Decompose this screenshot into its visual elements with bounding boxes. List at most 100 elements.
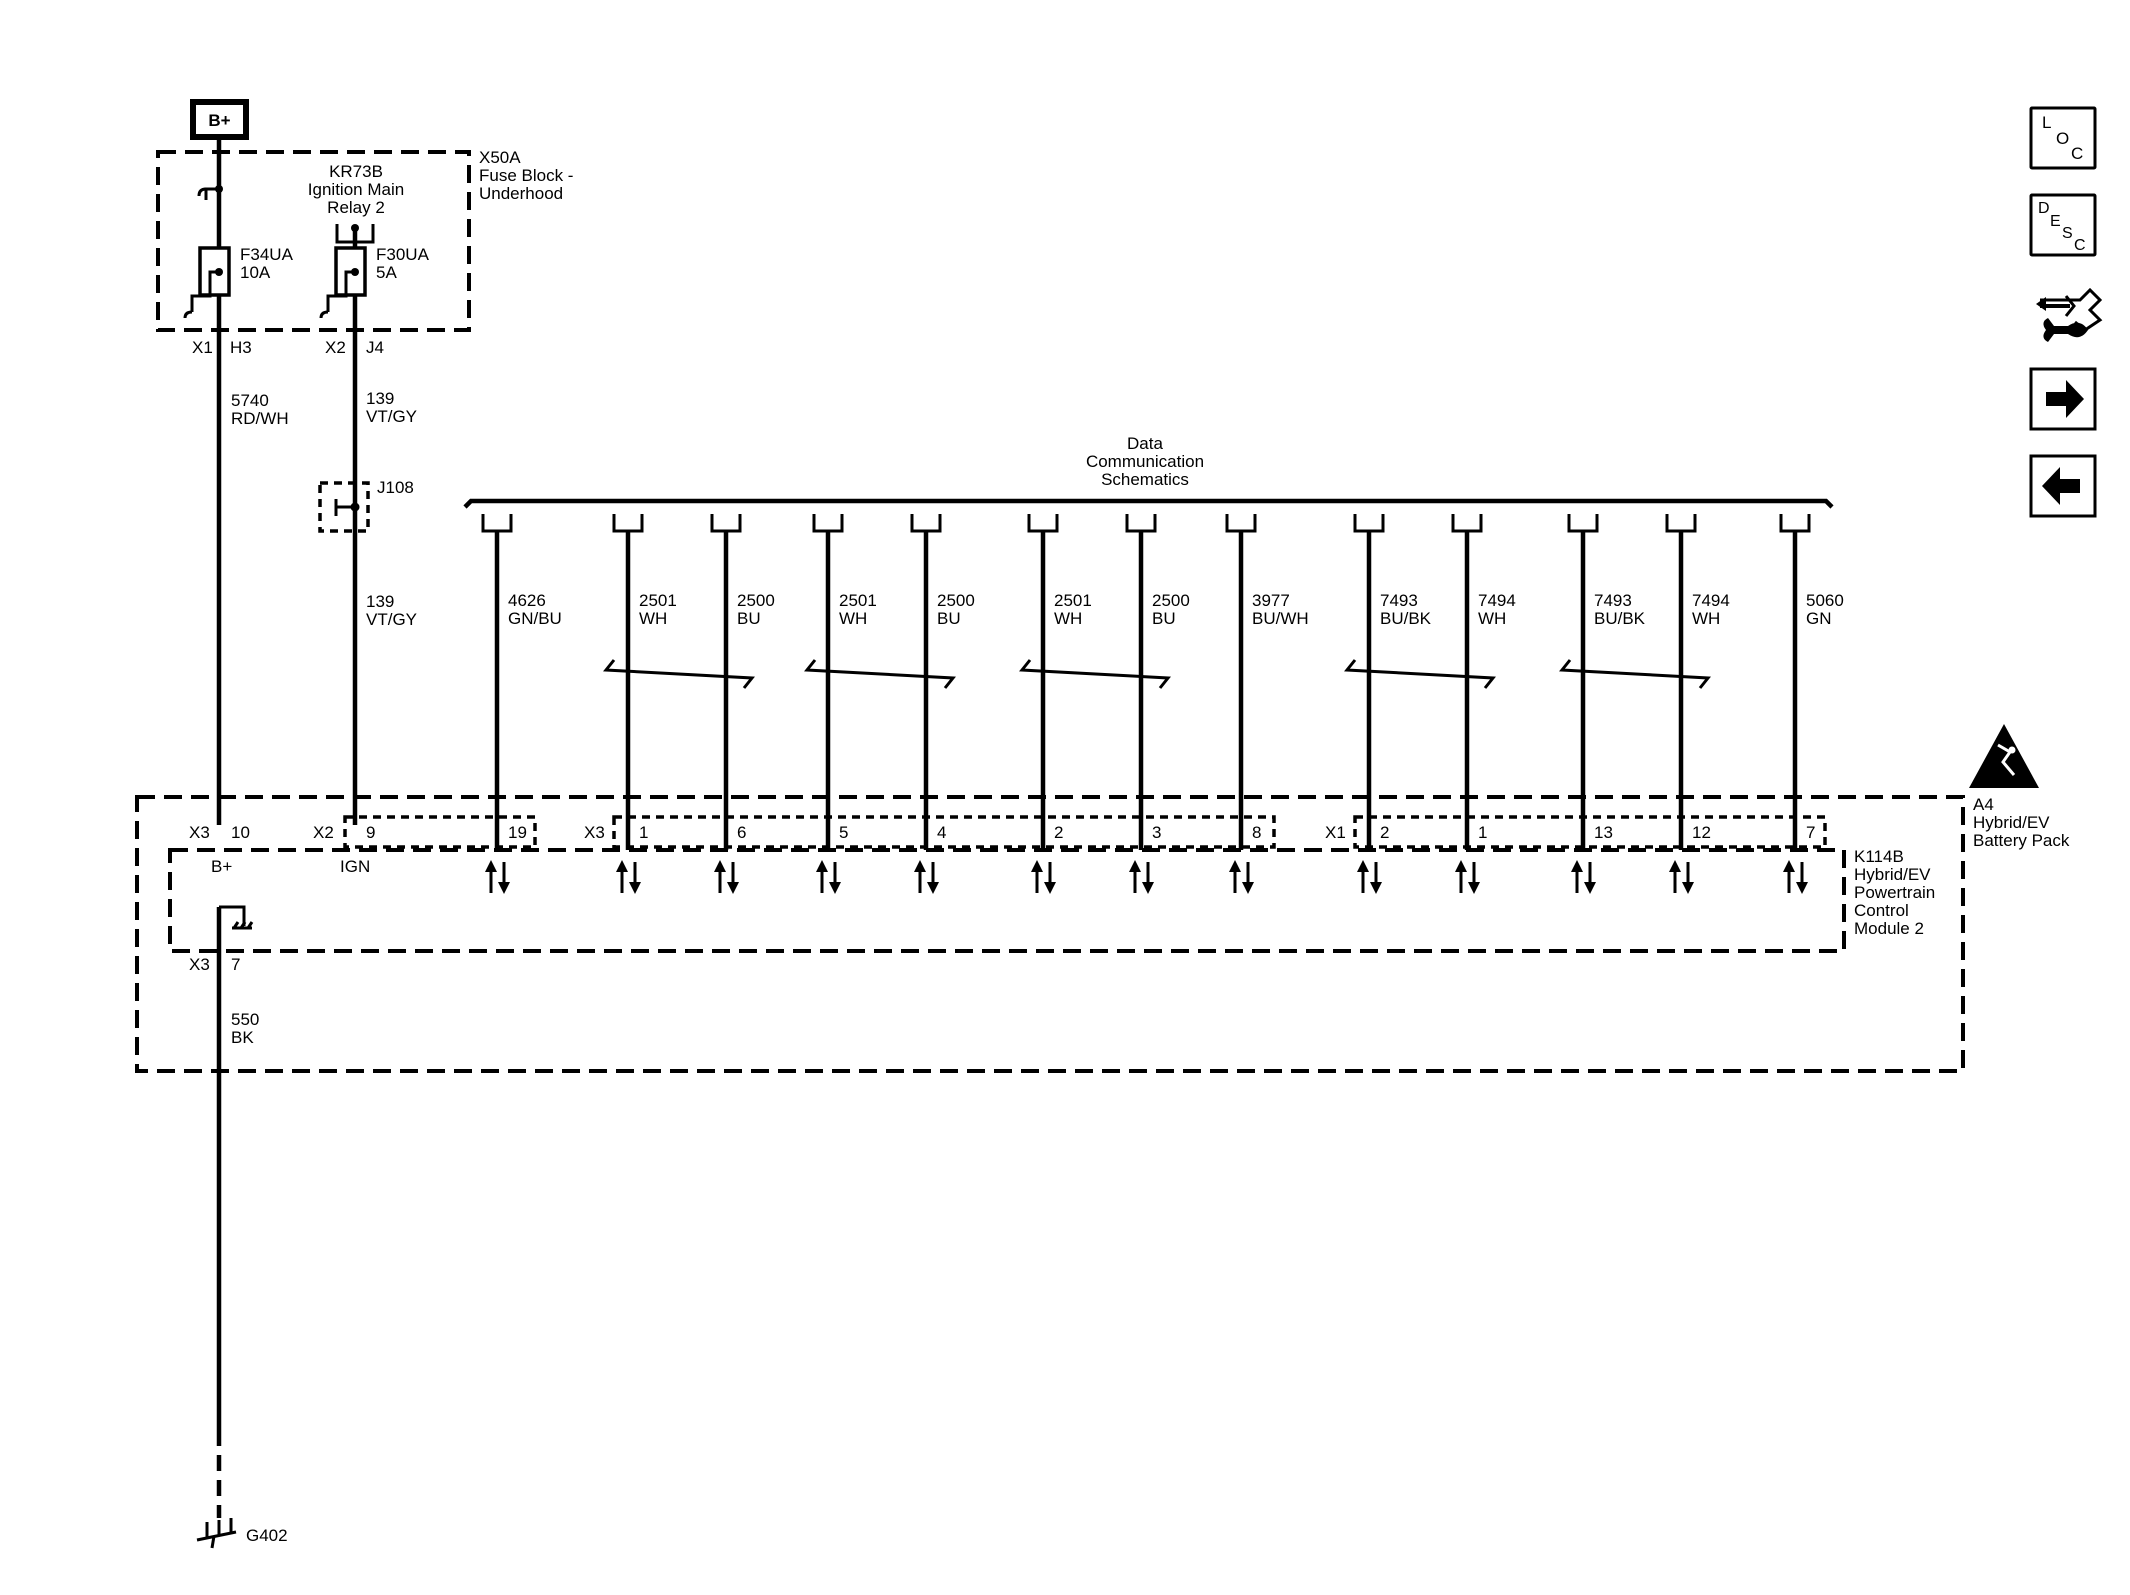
desc-letter-c: C	[2074, 237, 2086, 254]
data-line-circuit: 2500	[737, 591, 775, 610]
data-line-circuit: 7494	[1478, 591, 1516, 610]
data-line-color: BU	[737, 609, 761, 628]
fuse-block-desc2: Underhood	[479, 184, 563, 203]
diagnostic-connector-button[interactable]	[2030, 278, 2103, 348]
bus-connector-icon	[1027, 514, 1059, 533]
data-line-color: GN/BU	[508, 609, 562, 628]
ign-wire-upper-circuit: 139	[366, 389, 394, 408]
data-line-color: WH	[1054, 609, 1082, 628]
bus-connector-icon	[710, 514, 742, 533]
bidirectional-arrow-icon	[616, 860, 641, 894]
data-line-color: GN	[1806, 609, 1832, 628]
data-line-pin: 19	[508, 823, 527, 842]
splice-label: J108	[377, 478, 414, 497]
data-line-color: WH	[1692, 609, 1720, 628]
fuse-f34ua-name: F34UA	[240, 245, 294, 264]
module-ign-label: IGN	[340, 857, 370, 876]
bus-connector-icon	[481, 514, 513, 533]
splice-icon	[334, 499, 355, 516]
fuse-f34ua-rating: 10A	[240, 263, 271, 282]
data-comm-bus[interactable]	[463, 498, 1834, 509]
data-line-color: WH	[839, 609, 867, 628]
bidirectional-arrow-icon	[1031, 860, 1056, 894]
data-line-color: BU	[937, 609, 961, 628]
desc-letter-e: E	[2050, 213, 2061, 230]
data-line-circuit: 3977	[1252, 591, 1290, 610]
data-comm-line3: Schematics	[1101, 470, 1189, 489]
data-line-color: WH	[1478, 609, 1506, 628]
module-conn-x1: X1	[1325, 823, 1346, 842]
bus-connector-icon	[812, 514, 844, 533]
fuse-out1-pin: H3	[230, 338, 252, 357]
bus-stub-icon	[197, 187, 219, 200]
data-line-pin: 12	[1692, 823, 1711, 842]
module-desc4: Module 2	[1854, 919, 1924, 938]
bus-connector-icon	[612, 514, 644, 533]
data-line-pin: 13	[1594, 823, 1613, 842]
ground-g402-icon	[196, 1518, 237, 1549]
loc-button[interactable]: L O C	[2029, 106, 2097, 170]
data-line-pin: 2	[1054, 823, 1063, 842]
data-line-circuit: 2501	[839, 591, 877, 610]
bus-connector-icon	[1451, 514, 1483, 533]
data-line-color: BU/BK	[1594, 609, 1646, 628]
arrow-left-icon	[2042, 467, 2080, 505]
data-line-pin: 5	[839, 823, 848, 842]
loc-letter-o: O	[2056, 129, 2069, 148]
bus-connector-icon	[1779, 514, 1811, 533]
data-line-circuit: 4626	[508, 591, 546, 610]
data-comm-line1: Data	[1127, 434, 1163, 453]
bidirectional-arrow-icon	[1669, 860, 1694, 894]
desc-button[interactable]: D E S C	[2029, 193, 2097, 257]
next-page-button[interactable]	[2029, 367, 2097, 431]
bidirectional-arrow-icon	[485, 860, 510, 894]
data-line-circuit: 7494	[1692, 591, 1730, 610]
data-line-circuit: 7493	[1594, 591, 1632, 610]
fuse-f30ua-name: F30UA	[376, 245, 430, 264]
data-line-circuit: 2500	[937, 591, 975, 610]
connector-x2-box	[343, 815, 537, 849]
bidirectional-arrow-icon	[1455, 860, 1480, 894]
bidirectional-arrow-icon	[1783, 860, 1808, 894]
data-lines: 4626GN/BU192501WH12500BU62501WH52500BU42…	[481, 514, 1844, 894]
bidirectional-arrow-icon	[914, 860, 939, 894]
data-line-pin: 6	[737, 823, 746, 842]
arrow-right-icon	[2046, 380, 2084, 418]
battery-pack-name: A4	[1973, 795, 1994, 814]
bplus-label: B+	[208, 111, 230, 130]
data-line-color: BU/BK	[1380, 609, 1432, 628]
module-conn-x3: X3	[584, 823, 605, 842]
data-line-pin: 1	[1478, 823, 1487, 842]
fuse-out1-conn: X1	[192, 338, 213, 357]
bidirectional-arrow-icon	[1357, 860, 1382, 894]
bidirectional-arrow-icon	[714, 860, 739, 894]
ign-wire-lower-circuit: 139	[366, 592, 394, 611]
battery-pack-desc2: Battery Pack	[1973, 831, 2070, 850]
module-desc2: Powertrain	[1854, 883, 1935, 902]
data-line-circuit: 5060	[1806, 591, 1844, 610]
module-ign-pin: 9	[366, 823, 375, 842]
relay-desc1: Ignition Main	[308, 180, 404, 199]
module-gnd-conn: X3	[189, 955, 210, 974]
bidirectional-arrow-icon	[1571, 860, 1596, 894]
ground-label: G402	[246, 1526, 288, 1545]
module-bplus-pin: 10	[231, 823, 250, 842]
connector-icon	[2040, 287, 2103, 332]
module-name: K114B	[1854, 847, 1904, 866]
fuse-block-outline	[156, 150, 471, 332]
module-ign-conn: X2	[313, 823, 334, 842]
previous-page-button[interactable]	[2029, 454, 2097, 518]
